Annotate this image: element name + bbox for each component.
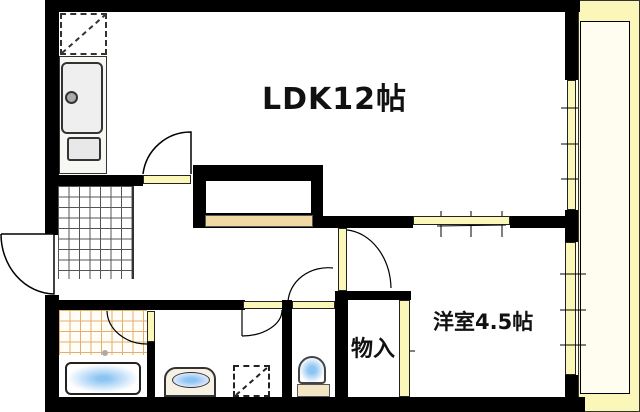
washbasin-bowl [172,372,210,388]
bathtub [65,362,141,395]
wall-bath-right [147,342,155,400]
wall-kitchen-lower [55,175,143,186]
toilet-door-swing [287,267,334,303]
center-partition-inner [206,181,311,213]
toilet [298,356,326,384]
wall-entrance-right [132,186,134,279]
bath-door [147,311,155,342]
wall-storage-left [335,291,348,401]
room-label-western: 洋室4.5帖 [433,310,534,334]
shelf [205,215,313,227]
sink-drain-icon [65,91,78,104]
entrance-tile [58,186,132,279]
washroom-door-swing [241,309,283,337]
hall-door-frame [338,228,347,291]
wall-ldk-western-2 [510,216,567,228]
wall-right-bottom [565,375,578,412]
wall-bottom [45,397,585,412]
toilet-tank [297,384,330,397]
entrance-door-swing [0,233,55,295]
balcony-inner [580,21,630,394]
refrigerator-space [60,13,107,55]
bath-drain-icon [102,350,108,356]
window-western-east [565,242,576,375]
washing-machine-diagonal [235,366,269,396]
storage-door [399,300,410,397]
wall-right-top [565,0,578,80]
door-threshold [143,175,191,184]
washing-machine-space [233,365,270,397]
door-toilet [292,301,335,309]
wall-toilet-left [282,300,292,400]
bathroom-tile [59,310,147,355]
wall-right-mid [565,210,578,242]
kitchen-door-swing [142,131,192,175]
wall-left-lower [45,295,59,412]
window-interior [413,216,510,225]
window-ldk-east [567,80,576,210]
wall-bath-top [45,300,245,310]
refrigerator-diagonal [61,14,106,54]
room-label-ldk: LDK12帖 [262,82,408,117]
western-door-swing [346,229,392,289]
wall-storage-top [335,291,411,300]
stove [67,137,101,161]
wall-top [45,0,580,12]
bath-door-swing [106,310,148,345]
room-label-storage: 物入 [351,337,396,362]
wall-ldk-western [318,216,413,228]
